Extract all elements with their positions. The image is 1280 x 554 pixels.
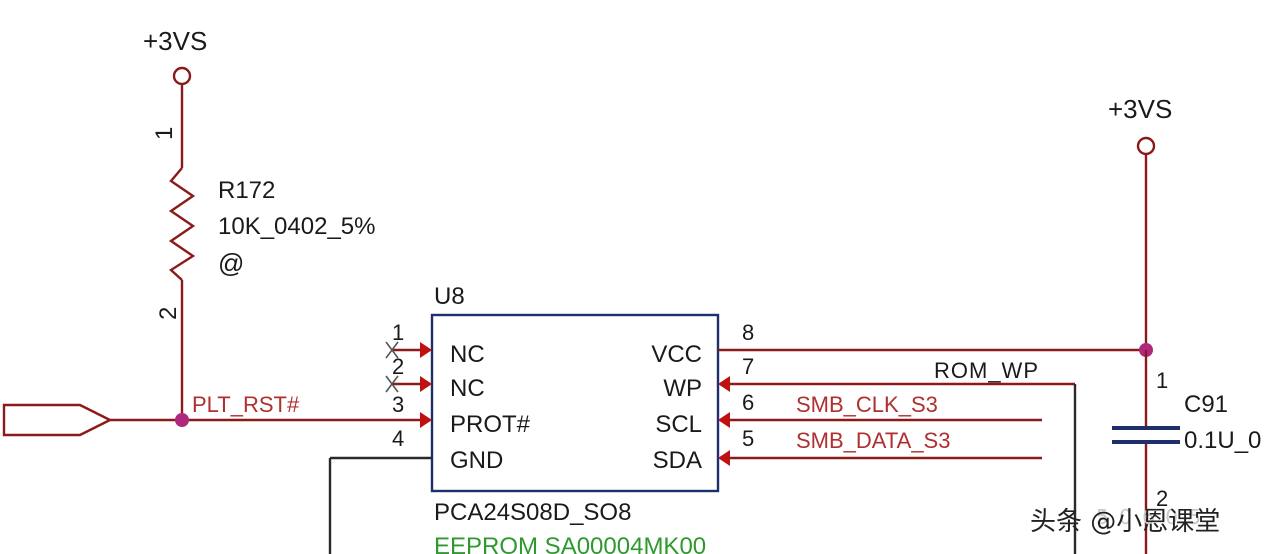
nc-mark-2b <box>385 375 399 393</box>
pin-3-number: 3 <box>392 392 404 417</box>
junction-plt-rst <box>175 413 189 427</box>
cap-pin-bottom: 2 <box>1156 486 1168 511</box>
resistor-value: 10K_0402_5% <box>218 213 375 240</box>
power-terminal-left <box>172 66 192 86</box>
pin-1-arrow <box>420 342 432 358</box>
cap-pin-top: 1 <box>1156 368 1168 393</box>
resistor-zigzag <box>168 167 196 281</box>
power-label-left: +3VS <box>143 26 207 56</box>
cap-value: 0.1U_0 <box>1184 427 1261 454</box>
pin-6-name: SCL <box>655 411 702 438</box>
pin-5-number: 5 <box>742 426 754 451</box>
resistor-pin-bottom: 2 <box>155 307 182 320</box>
pin-7-arrow <box>718 376 730 392</box>
resistor-pin-top: 1 <box>151 127 178 140</box>
capacitor-c91: 1 2 C91 0.1U_0 <box>1112 350 1261 554</box>
chip-left-pins: 1 2 3 4 NC NC PROT# GND <box>328 320 531 554</box>
plt-rst-net: PLT_RST# <box>2 392 420 437</box>
resistor-ref: R172 <box>218 177 275 204</box>
pin-5-arrow <box>718 450 730 466</box>
pin-4-number: 4 <box>392 426 404 451</box>
power-label-right: +3VS <box>1108 94 1172 124</box>
pin-7-name: WP <box>663 375 702 402</box>
resistor-r172: 1 2 R172 10K_0402_5% @ <box>151 84 375 420</box>
power-terminal-right <box>1136 136 1156 156</box>
chip-right-pins: 8 7 6 5 VCC WP SCL SDA ROM_WP SMB_CLK_S3… <box>651 320 1144 554</box>
pin-3-name: PROT# <box>450 411 531 438</box>
pin-3-arrow <box>420 412 432 428</box>
pin-8-name: VCC <box>651 341 702 368</box>
pin-7-number: 7 <box>742 354 754 379</box>
net-label-plt-rst: PLT_RST# <box>192 392 300 417</box>
cap-ref: C91 <box>1184 391 1228 418</box>
nc-mark-1b <box>385 341 399 359</box>
watermark-text: 头条 @小恩课堂 <box>1030 507 1220 537</box>
watermark-faint: 5 0 6 0 5 <box>1096 505 1203 529</box>
net-label-smb-data: SMB_DATA_S3 <box>796 428 950 453</box>
pin-2-name: NC <box>450 375 485 402</box>
watermark: 5 0 6 0 5 头条 @小恩课堂 <box>1030 505 1220 537</box>
pin-4-name: GND <box>450 447 503 474</box>
offpage-connector <box>2 403 113 437</box>
power-symbol-right: +3VS <box>1108 94 1172 357</box>
pin-2-number: 2 <box>392 354 404 379</box>
power-symbol-left: +3VS <box>143 26 207 86</box>
net-label-smb-clk: SMB_CLK_S3 <box>796 392 938 417</box>
chip-ref: U8 <box>434 283 465 310</box>
pin-6-number: 6 <box>742 390 754 415</box>
chip-u8: U8 1 2 3 4 NC NC PROT# GND <box>328 283 1144 554</box>
resistor-mark: @ <box>218 248 244 278</box>
net-label-rom-wp: ROM_WP <box>934 358 1039 383</box>
chip-description: EEPROM SA00004MK00 <box>434 533 706 554</box>
pin-1-name: NC <box>450 341 485 368</box>
pin-1-number: 1 <box>392 320 404 345</box>
pin-5-name: SDA <box>653 447 702 474</box>
chip-part-number: PCA24S08D_SO8 <box>434 499 631 526</box>
pin-6-arrow <box>718 412 730 428</box>
chip-body <box>430 313 720 493</box>
pin-8-number: 8 <box>742 320 754 345</box>
pin-2-arrow <box>420 376 432 392</box>
